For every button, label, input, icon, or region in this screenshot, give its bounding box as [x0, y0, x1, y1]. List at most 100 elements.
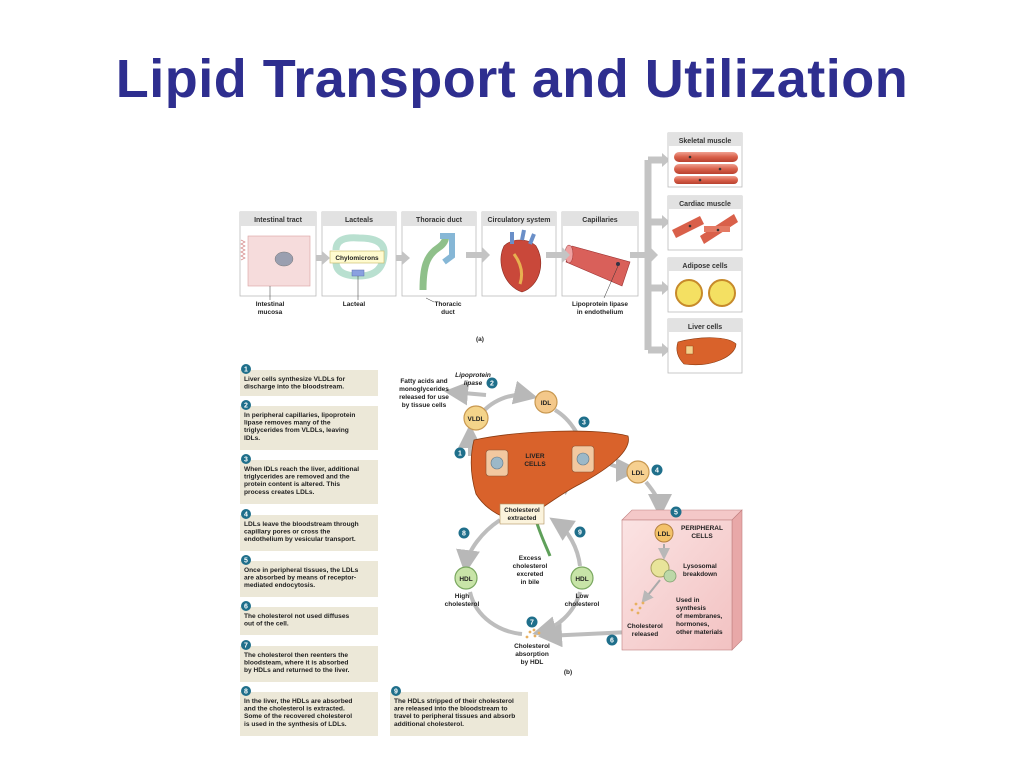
- svg-text:6: 6: [610, 638, 614, 645]
- step-text-line: discharge into the bloodstream.: [244, 384, 344, 391]
- high-cholesterol-1: High: [455, 593, 469, 600]
- step-number: 4: [244, 512, 248, 519]
- step-text-line: In peripheral capillaries, lipoprotein: [244, 412, 355, 419]
- caption-lacteal: Lacteal: [343, 301, 366, 308]
- lacteal-icon: [351, 269, 365, 277]
- panel-a-captions: Intestinal mucosa Lacteal Thoracic duct …: [256, 265, 628, 343]
- target-cardiac-muscle: Cardiac muscle: [667, 195, 743, 251]
- diagram-badge-8: 8: [458, 527, 470, 539]
- fatty-acids-3: released for use: [399, 394, 449, 401]
- used-in-label-4: hormones,: [676, 621, 709, 628]
- step-text-line: and the cholesterol is extracted.: [244, 706, 345, 713]
- peripheral-label-1: PERIPHERAL: [681, 525, 723, 532]
- peripheral-cells-block: PERIPHERAL CELLS LDL Lysosomal breakdown…: [621, 509, 743, 651]
- fatty-acids-1: Fatty acids and: [400, 378, 447, 385]
- absorption-2: absorption: [515, 651, 549, 658]
- cholesterol-extracted-1: Cholesterol: [504, 507, 540, 514]
- lipoprotein-lipase-2: lipase: [464, 380, 483, 387]
- step-text-line: mediated endocytosis.: [244, 582, 315, 589]
- idl-label: IDL: [541, 400, 552, 407]
- svg-text:4: 4: [655, 468, 659, 475]
- hdl-low-label: HDL: [575, 576, 588, 583]
- step-number: 5: [244, 558, 248, 565]
- fatty-acids-2: monoglycerides: [399, 386, 449, 393]
- step-text-line: Some of the recovered cholesterol: [244, 713, 352, 720]
- step-text-line: by HDLs and returned to the liver.: [244, 667, 350, 674]
- step-number: 2: [244, 403, 248, 410]
- step-number: 3: [244, 457, 248, 464]
- branch-heads: [662, 153, 670, 357]
- step-text-line: process creates LDLs.: [244, 489, 315, 496]
- step-number: 9: [394, 689, 398, 696]
- ldl-peripheral-label: LDL: [658, 531, 671, 538]
- stage-thoracic-duct: Thoracic duct: [401, 211, 477, 297]
- used-in-label-3: of membranes,: [676, 613, 722, 620]
- diagram-badge-7: 7: [526, 616, 538, 628]
- adipose-cells-label: Adipose cells: [682, 263, 727, 270]
- step-text-line: IDLs.: [244, 435, 260, 442]
- step-text-line: capillary pores or cross the: [244, 529, 330, 536]
- step-badge: [241, 400, 251, 410]
- step-text-line: The HDLs stripped of their cholesterol: [394, 698, 514, 705]
- step-text-line: The cholesterol not used diffuses: [244, 613, 349, 620]
- used-in-label-1: Used in: [676, 597, 700, 604]
- panel-b-labels: Fatty acids and monoglycerides released …: [399, 372, 599, 676]
- caption-lipoprotein-lipase: Lipoprotein lipase: [572, 301, 628, 308]
- stage-lacteals: Lacteals Chylomicrons: [321, 211, 397, 297]
- svg-text:1: 1: [458, 451, 462, 458]
- excess-4: in bile: [521, 579, 540, 586]
- step-number: 7: [244, 643, 248, 650]
- diagram-badge-1: 1: [454, 447, 466, 459]
- step-text-line: lipase removes many of the: [244, 420, 331, 427]
- step-text-line: triglycerides are removed and the: [244, 474, 350, 481]
- low-cholesterol-1: Low: [576, 593, 590, 600]
- excess-1: Excess: [519, 555, 542, 562]
- stage-intestinal-tract: Intestinal tract: [239, 211, 317, 297]
- page-title: Lipid Transport and Utilization: [115, 49, 909, 109]
- cholesterol-dots-icon: [630, 601, 645, 615]
- vldl-label: VLDL: [468, 416, 485, 423]
- step-text-line: endothelium by vesicular transport.: [244, 536, 356, 543]
- panel-a-label: (a): [476, 336, 484, 343]
- step-badge: [241, 601, 251, 611]
- stage-capillaries: Capillaries: [561, 211, 639, 297]
- liver-block: LIVER CELLS Cholesterol extracted: [470, 430, 629, 557]
- step-text-line: The cholesterol then reenters the: [244, 652, 348, 659]
- diagram-badge-3: 3: [578, 416, 590, 428]
- fatty-acids-4: by tissue cells: [402, 402, 447, 409]
- caption-intestinal: Intestinal: [256, 301, 285, 308]
- svg-text:7: 7: [530, 620, 534, 627]
- used-in-label-2: synthesis: [676, 605, 706, 612]
- high-cholesterol-2: cholesterol: [445, 601, 480, 608]
- liver-cells-label-2: CELLS: [524, 461, 546, 468]
- lysosomal-label: Lysosomal: [683, 563, 717, 570]
- lipoprotein-lipase-1: Lipoprotein: [455, 372, 491, 379]
- absorption-3: by HDL: [521, 659, 544, 666]
- breakdown-label: breakdown: [683, 571, 717, 578]
- target-liver-cells: Liver cells: [667, 318, 743, 374]
- excess-2: cholesterol: [513, 563, 548, 570]
- step-text-line: LDLs leave the bloodstream through: [244, 521, 359, 528]
- step-text-line: In the liver, the HDLs are absorbed: [244, 698, 352, 705]
- used-in-label-5: other materials: [676, 629, 723, 636]
- liver-icon: [676, 337, 737, 366]
- caption-thoracic: Thoracic: [434, 301, 461, 308]
- caption-mucosa: mucosa: [258, 309, 283, 316]
- caption-endothelium: in endothelium: [577, 309, 623, 316]
- nucleus-icon: [274, 251, 294, 267]
- panel-a: Intestinal tract Lacteals Chylomicrons T…: [239, 132, 743, 374]
- cholesterol-released-2: released: [632, 631, 658, 638]
- absorption-dots-icon: [525, 628, 541, 639]
- step-number: 8: [244, 689, 248, 696]
- step-text-line: additional cholesterol.: [394, 721, 464, 728]
- step-badge: [241, 509, 251, 519]
- header-intestinal-tract: Intestinal tract: [254, 217, 303, 224]
- step-badge: [241, 454, 251, 464]
